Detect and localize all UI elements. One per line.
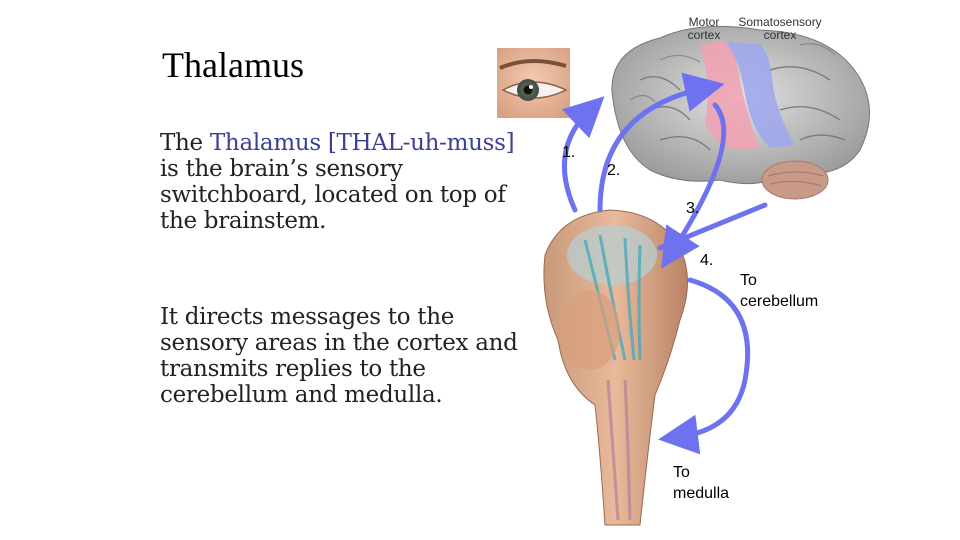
arrow-4: [660, 205, 765, 248]
step-4-label: 4.: [700, 252, 713, 270]
step-3-label: 3.: [686, 200, 699, 218]
to-medulla-label: To medulla: [673, 462, 743, 504]
brain-illustration: [612, 26, 870, 199]
motor-cortex-label: Motor cortex: [676, 16, 732, 42]
step-2-label: 2.: [607, 162, 620, 180]
arrow-to-medulla: [678, 280, 748, 437]
step-1-label: 1.: [562, 144, 575, 162]
brainstem-illustration: [544, 210, 688, 525]
eye-image: [497, 48, 570, 118]
to-cerebellum-label: To cerebellum: [740, 270, 832, 312]
somatosensory-cortex-label: Somatosensory cortex: [734, 16, 826, 42]
